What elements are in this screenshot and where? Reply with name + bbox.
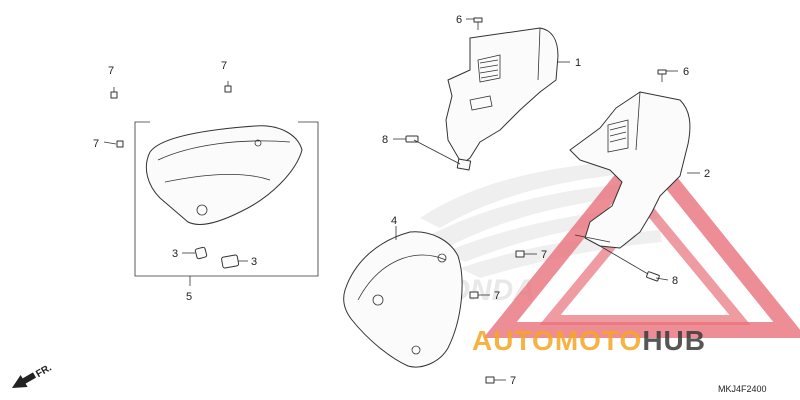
callout-6a: 6 [456, 14, 462, 26]
brand-watermark: AUTOMOTOHUB [472, 325, 706, 356]
front-direction-arrow-icon: FR. [12, 362, 54, 388]
callout-8b: 8 [672, 275, 678, 287]
callout-7b: 7 [221, 60, 227, 72]
brand-dark-text: HUB [642, 325, 706, 356]
callout-4: 4 [391, 215, 397, 227]
callout-3a: 3 [172, 248, 178, 260]
callout-7c: 7 [93, 138, 99, 150]
upper-cover-part-1 [445, 27, 559, 171]
callout-7a: 7 [108, 65, 114, 77]
callout-5: 5 [186, 291, 192, 303]
callout-6b: 6 [683, 66, 689, 78]
brand-orange-text: AUTOMOTO [472, 325, 642, 356]
callout-7e: 7 [494, 290, 500, 302]
bolt-icons-left [110, 81, 232, 148]
callout-1: 1 [575, 57, 581, 69]
callout-numbers: 1 2 3 3 4 5 6 6 7 7 7 7 7 7 8 8 [93, 14, 710, 387]
callout-3b: 3 [251, 256, 257, 268]
bolt-icon-6-top [473, 17, 483, 30]
upper-cover-part-2 [569, 91, 691, 249]
bolt-icon-8-lower [646, 271, 660, 282]
leader-lines [103, 18, 700, 381]
grommet-parts [194, 246, 240, 269]
callout-7f: 7 [510, 375, 516, 387]
bolt-icon-6-right [657, 69, 667, 82]
callout-8a: 8 [382, 134, 388, 146]
svg-text:AUTOMOTOHUB: AUTOMOTOHUB [472, 325, 706, 356]
left-side-cover [145, 125, 303, 225]
assembly-frame [134, 121, 319, 286]
callout-2: 2 [704, 168, 710, 180]
front-cover-part-4 [343, 231, 463, 368]
triangle-watermark-icon [483, 137, 800, 338]
callout-7d: 7 [541, 249, 547, 261]
direction-label: FR. [34, 362, 54, 380]
diagram-code: MKJ4F2400 [718, 384, 767, 394]
